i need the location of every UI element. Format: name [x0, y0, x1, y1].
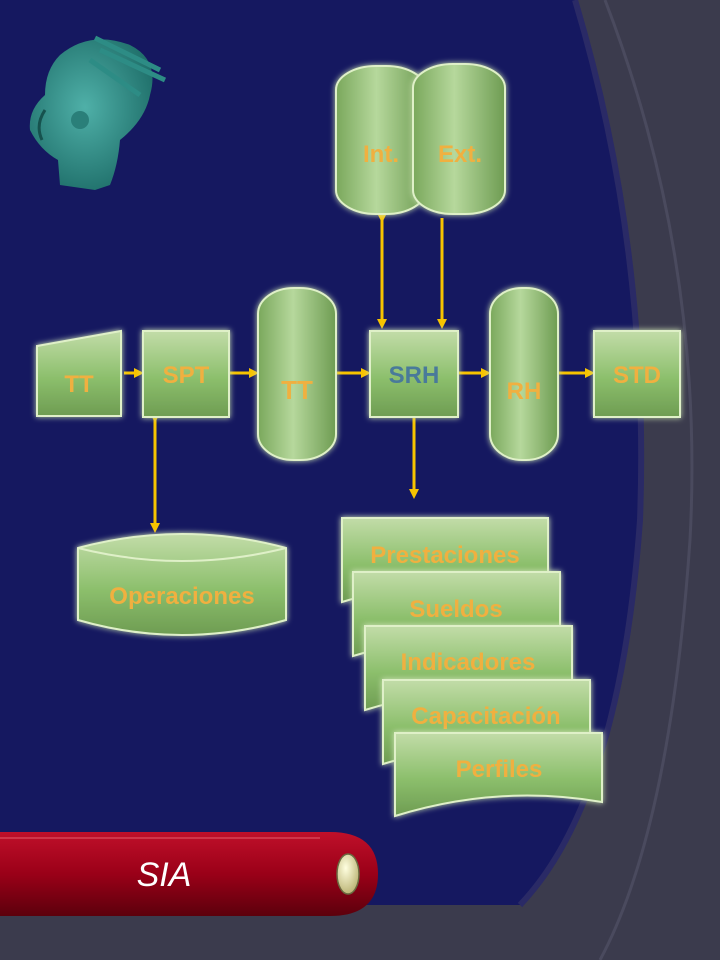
- mayan-head-sculpture-icon: [29, 35, 167, 190]
- report-label: Prestaciones: [370, 542, 519, 569]
- node-spt-label: SPT: [163, 362, 210, 389]
- node-std: STD: [593, 330, 681, 418]
- node-operaciones-label: Operaciones: [109, 583, 254, 610]
- report-label: Indicadores: [401, 649, 536, 676]
- node-tt-store-label: TT: [281, 375, 313, 405]
- banner-title: SIA: [137, 856, 192, 894]
- connectors: [124, 213, 595, 533]
- node-ext: Ext.: [412, 63, 506, 215]
- report-label: Perfiles: [456, 756, 543, 783]
- node-tt-store: TT: [257, 287, 337, 461]
- report-label: Sueldos: [409, 596, 502, 623]
- report-label: Capacitación: [411, 703, 560, 730]
- node-srh: SRH: [369, 330, 459, 418]
- node-operaciones: Operaciones: [77, 533, 287, 636]
- node-srh-label: SRH: [389, 362, 440, 389]
- banner-knob-icon: [336, 853, 360, 895]
- node-int-label: Int.: [363, 141, 399, 168]
- node-std-label: STD: [613, 362, 661, 389]
- sia-banner: SIA: [0, 832, 378, 916]
- report-perfiles: Perfiles: [394, 732, 603, 818]
- node-rh-label: RH: [507, 378, 542, 405]
- node-rh: RH: [489, 287, 559, 461]
- node-spt: SPT: [142, 330, 230, 418]
- node-tt-input-label: TT: [64, 371, 94, 398]
- node-ext-label: Ext.: [438, 141, 482, 168]
- node-tt-input: TT: [36, 329, 122, 417]
- node-int: Int.: [335, 65, 427, 215]
- report-stack: Prestaciones Sueldos Indicadores Capacit…: [341, 517, 603, 818]
